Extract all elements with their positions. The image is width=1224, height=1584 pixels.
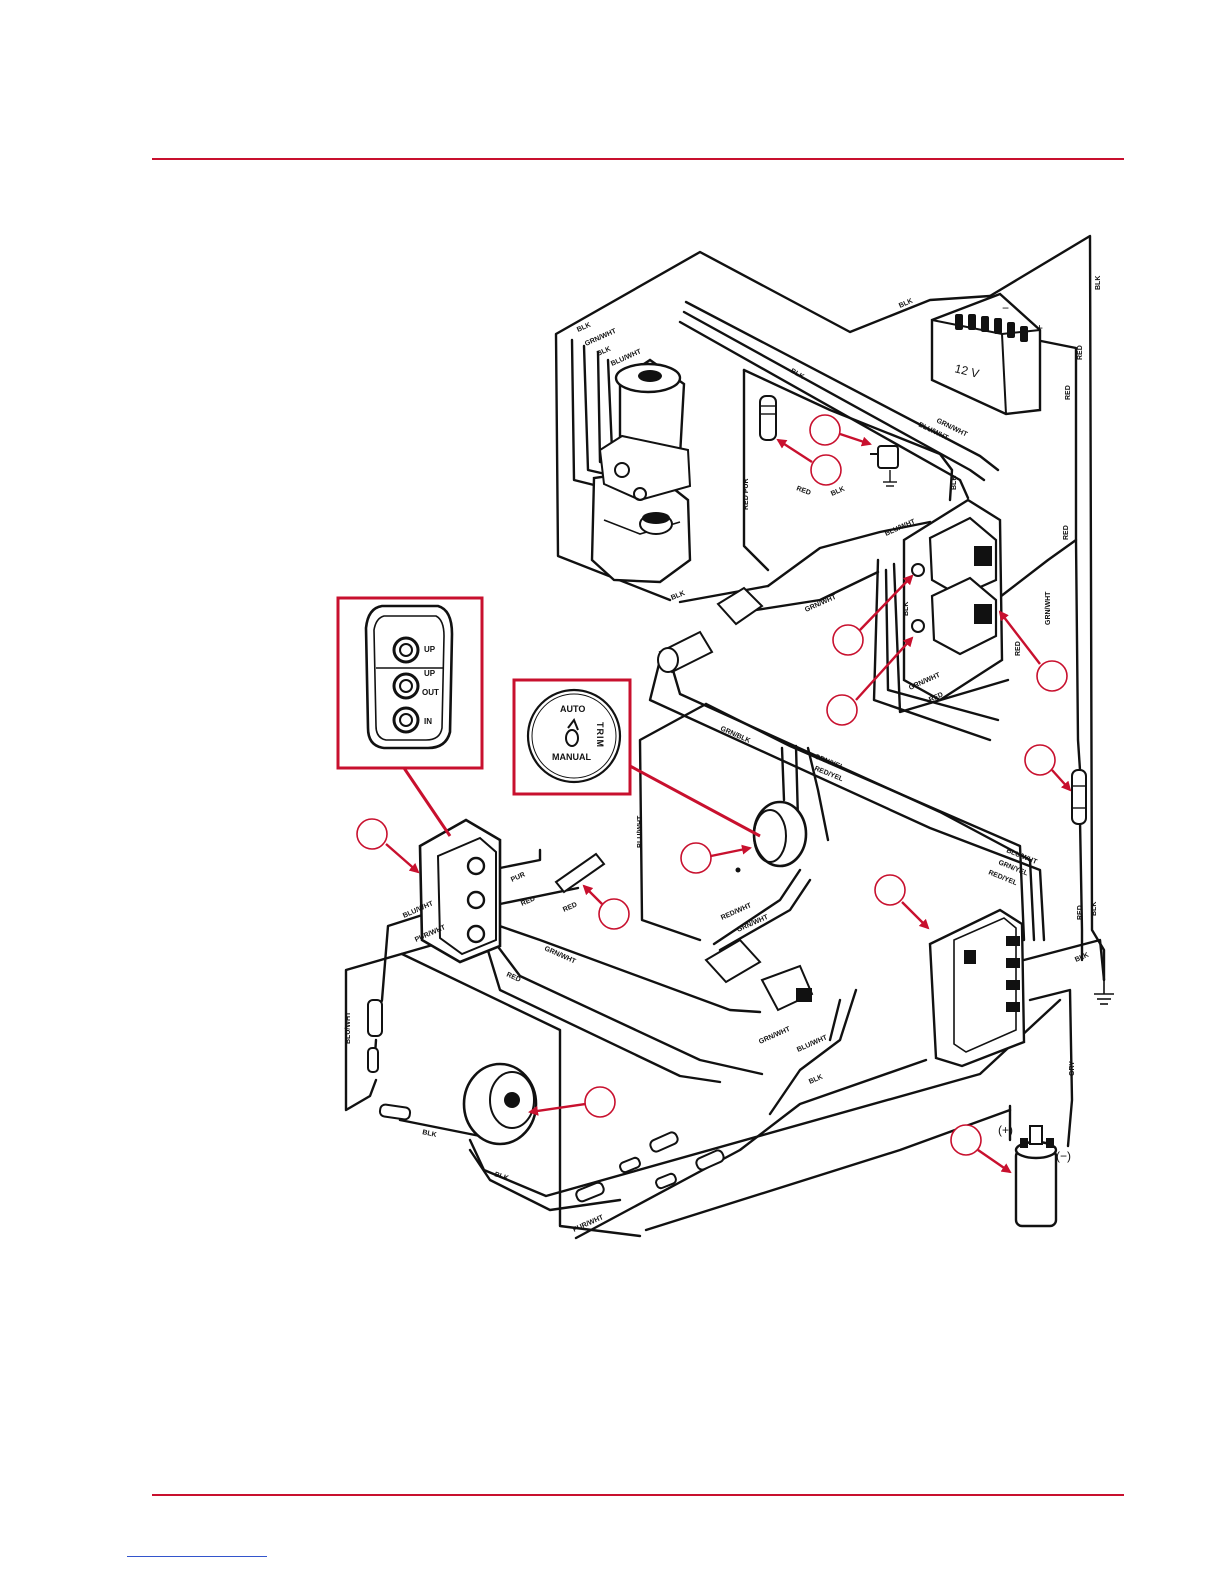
svg-text:RED: RED: [562, 901, 578, 913]
svg-text:BLK: BLK: [1091, 902, 1098, 916]
switch-label-trim: TRIM: [595, 722, 605, 748]
svg-text:BLK: BLK: [789, 368, 805, 381]
svg-text:BLK: BLK: [576, 322, 592, 334]
battery-terminals: [955, 314, 1028, 342]
svg-text:BLK: BLK: [951, 476, 958, 490]
callout-2: [776, 438, 842, 486]
svg-text:RED/WHT: RED/WHT: [720, 902, 753, 922]
svg-text:PUR: PUR: [510, 871, 526, 883]
keypad-label-up-1: UP: [424, 645, 436, 654]
ignition-module: [928, 908, 1026, 1068]
svg-text:BLK: BLK: [493, 1171, 509, 1182]
callout-12: [950, 1124, 1012, 1174]
keypad-label-out: OUT: [422, 688, 439, 697]
battery: 12 V − +: [930, 292, 1043, 416]
switch-detail-inset: AUTO MANUAL TRIM: [512, 678, 632, 796]
switch-inset-leader: [629, 764, 761, 838]
callout-7: [356, 818, 420, 874]
upper-harness-connector: [657, 586, 764, 674]
lower-harness-connector: [704, 938, 814, 1012]
keypad-inset-leader: [402, 767, 452, 837]
fuse-holder: [1071, 769, 1087, 825]
svg-text:RED: RED: [1063, 525, 1070, 540]
callout-4: [826, 636, 914, 726]
ignition-coil: (+) (−): [998, 1123, 1071, 1228]
coil-positive-label: (+): [998, 1123, 1013, 1137]
battery-voltage-label: 12 V: [953, 361, 980, 381]
callout-8: [680, 842, 752, 874]
trim-switch: [735, 800, 808, 873]
callout-1: [809, 414, 872, 447]
svg-text:GRN/WHT: GRN/WHT: [584, 328, 618, 348]
svg-text:BLK: BLK: [670, 590, 686, 602]
svg-text:RED: RED: [795, 485, 811, 497]
svg-text:BLK: BLK: [903, 602, 910, 616]
battery-positive-label: +: [1036, 321, 1043, 335]
callouts: [356, 414, 1072, 1174]
switch-label-auto: AUTO: [560, 704, 585, 714]
switch-label-manual: MANUAL: [552, 752, 591, 762]
trim-pump-motor: [590, 358, 692, 584]
svg-text:BLK: BLK: [1095, 276, 1102, 290]
trigger-stator: [462, 1062, 538, 1146]
svg-text:GRN/WHT: GRN/WHT: [758, 1026, 792, 1046]
footer-link-underline[interactable]: [127, 1556, 267, 1557]
keypad-fuse: [554, 852, 606, 894]
svg-text:RED: RED: [1065, 385, 1072, 400]
ground-symbol-sensor: [883, 470, 897, 487]
svg-text:RED: RED: [1015, 641, 1022, 656]
svg-text:RED: RED: [520, 895, 536, 907]
callout-5: [998, 610, 1068, 692]
callout-11: [528, 1086, 616, 1118]
callout-6: [1024, 744, 1072, 792]
keypad-label-up-2: UP: [424, 669, 436, 678]
control-keypad: [418, 818, 502, 964]
solenoid-assembly: [902, 498, 1004, 702]
svg-text:BLU/WHT: BLU/WHT: [345, 1011, 352, 1044]
svg-text:GRN/WHT: GRN/WHT: [1045, 591, 1052, 625]
battery-negative-label: −: [1002, 301, 1009, 315]
svg-text:RED: RED: [1077, 345, 1084, 360]
header-rule: [152, 158, 1124, 160]
keypad-label-in: IN: [424, 717, 432, 726]
pressure-switch: [870, 445, 899, 469]
svg-text:BLK: BLK: [808, 1074, 824, 1086]
svg-text:BLU/WHT: BLU/WHT: [637, 815, 644, 848]
trim-sender: [759, 395, 777, 441]
coil-negative-label: (−): [1056, 1149, 1071, 1163]
callout-9: [582, 884, 630, 930]
svg-text:BLK: BLK: [1074, 952, 1090, 964]
svg-text:RED: RED: [1077, 905, 1084, 920]
svg-text:BLK: BLK: [830, 486, 846, 498]
callout-10: [874, 874, 930, 930]
ground-symbol: [1094, 980, 1114, 1005]
callout-3: [832, 574, 914, 656]
svg-text:BLK: BLK: [422, 1129, 438, 1139]
svg-text:GRN/WHT: GRN/WHT: [804, 594, 838, 614]
footer-rule: [152, 1494, 1124, 1496]
keypad-detail-inset: UP UP OUT IN: [336, 596, 484, 770]
svg-text:BLK: BLK: [596, 346, 612, 358]
svg-text:RED PUR: RED PUR: [743, 478, 750, 510]
bullet-connectors: [367, 999, 725, 1203]
svg-text:GRY: GRY: [1069, 1061, 1076, 1076]
